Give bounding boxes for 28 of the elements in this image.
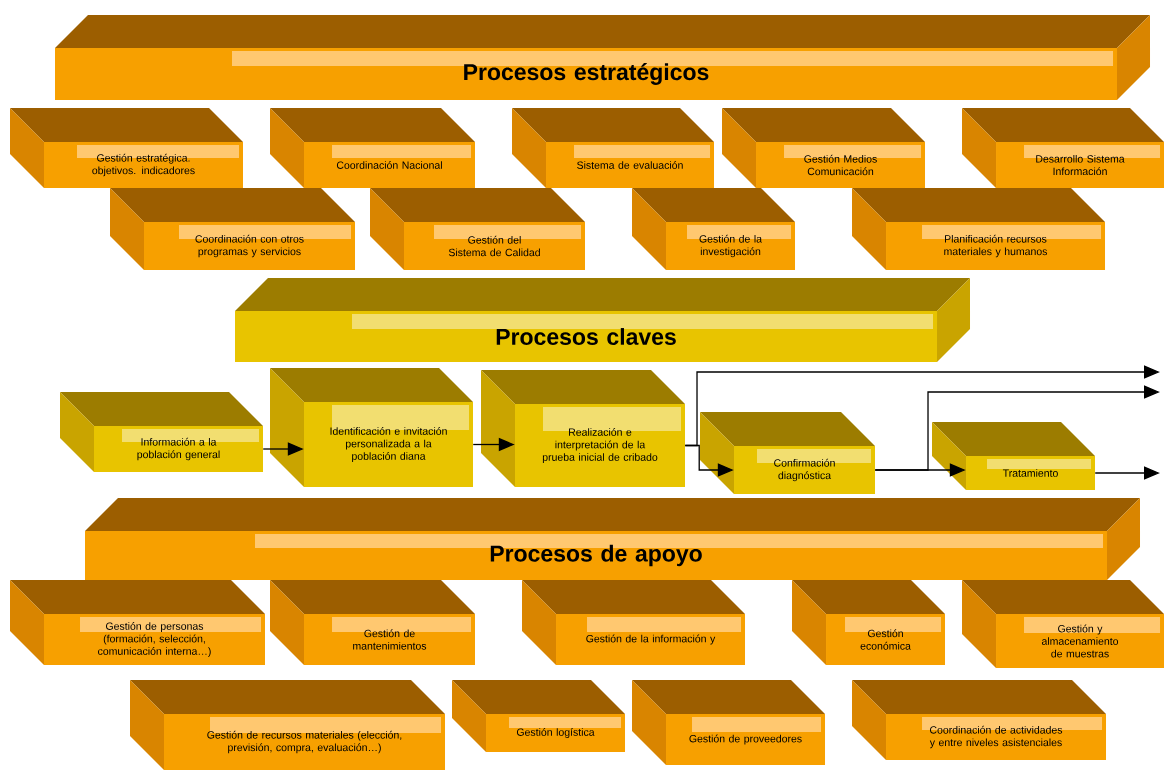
process-box: Gestión de proveedores (632, 680, 825, 765)
node-label: Gestión logística (516, 728, 595, 738)
process-box: Realización e interpretación de la prueba inicial de cribado (481, 370, 685, 487)
process-box: Coordinación con otros programas y servicios (110, 188, 355, 270)
process-band: Procesos estratégicos (55, 15, 1150, 100)
process-box: Gestión de personas (formación, selección, comunicación interna…) (10, 580, 265, 665)
process-box: Sistema de evaluación (512, 108, 714, 188)
process-band: Procesos claves (235, 278, 970, 362)
process-box: Gestión de la información y (522, 580, 745, 665)
process-box: Coordinación Nacional (270, 108, 475, 188)
process-box: Información a la población general (60, 392, 263, 472)
process-box: Tratamiento (932, 422, 1095, 490)
process-box: Confirmación diagnóstica (700, 412, 875, 494)
node-label: Tratamiento (1002, 469, 1058, 477)
process-box: Gestión del Sistema de Calidad (370, 188, 585, 270)
process-box: Gestión económica (792, 580, 945, 665)
process-box: Gestión y almacenamiento de muestras (962, 580, 1164, 668)
process-band: Procesos de apoyo (85, 498, 1140, 580)
process-box: Gestión estratégica. objetivos. indicadores (10, 108, 243, 188)
process-box: Coordinación de actividades y entre niveles asistenciales (852, 680, 1106, 760)
process-box: Gestión de recursos materiales (elección, previsión, compra, evaluación…) (130, 680, 445, 770)
process-box: Gestión de mantenimientos (270, 580, 475, 665)
process-box: Identificación e invitación personalizada a la población diana (270, 368, 473, 487)
process-box: Planificación recursos materiales y humanos (852, 188, 1105, 270)
process-box: Gestión Medios Comunicación (722, 108, 925, 188)
process-box: Desarrollo Sistema Información (962, 108, 1164, 188)
process-box: Gestión logística (452, 680, 625, 752)
process-box: Gestión de la investigación (632, 188, 795, 270)
